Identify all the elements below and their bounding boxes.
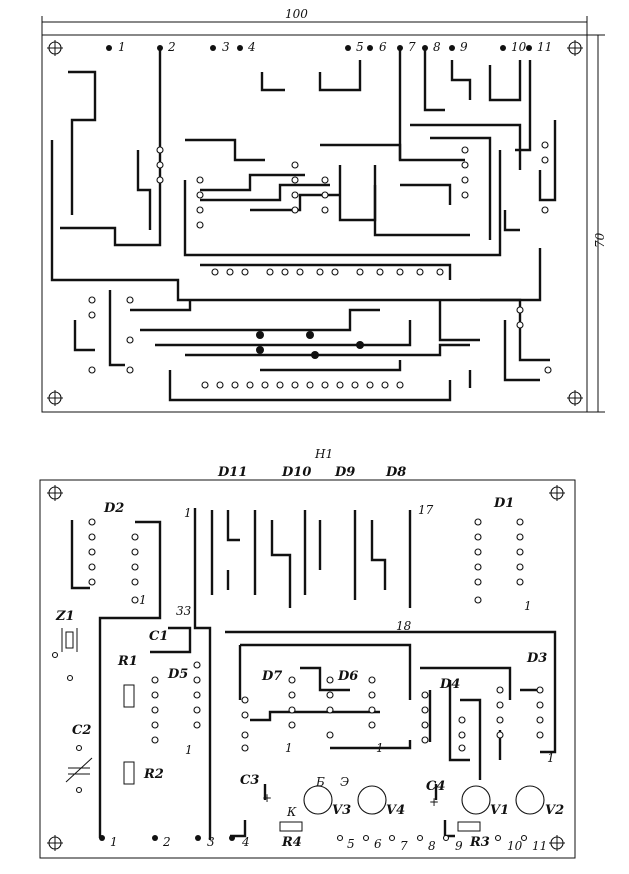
pin-mark: 33 [176,604,192,618]
resistor-r4-icon [279,821,303,832]
label-c2: C2 [72,723,91,738]
dim-width-label: 100 [285,7,308,21]
bottom-pin-label: 7 [400,839,408,853]
transistor-mark: К [286,805,297,819]
transistor-mark: Э [340,775,349,789]
polarity-mark: + [429,795,439,809]
transistor-v4-icon [357,785,387,815]
resistor-r3-icon [457,821,481,832]
transistor-v3-icon [303,785,333,815]
top-pin-label: 4 [247,40,256,54]
top-pin-label: 11 [537,40,552,54]
label-c1: C1 [149,629,168,644]
mounting-hole-icon [549,485,565,501]
top-pin-label: 8 [433,40,441,54]
bottom-pin-label: 5 [347,837,355,851]
chip-label-d9: D9 [334,465,355,480]
bottom-pin-label: 2 [162,835,171,849]
transistor-v2-icon [515,785,545,815]
mounting-hole-icon [47,390,63,406]
label-z1: Z1 [55,609,75,624]
bottom-pin-label: 4 [241,835,250,849]
mounting-hole-icon [567,390,583,406]
pin-mark: 1 [547,751,555,765]
resistor-r1-icon [123,684,135,708]
top-pin-label: 2 [167,40,176,54]
chip-label-d1: D1 [493,496,514,511]
top-pin-label: 6 [379,40,387,54]
label-c3: C3 [240,773,259,788]
label-r3: R3 [469,835,490,850]
bottom-pin-label: 11 [532,839,547,853]
pin-mark: 1 [184,506,192,520]
pin-mark: 18 [396,619,412,633]
top-pin-label: 1 [118,40,126,54]
top-component-pads [88,141,552,389]
top-traces [50,48,557,402]
bottom-pin-label: 8 [428,839,436,853]
bottom-pin-label: 6 [374,837,382,851]
bottom-pin-label: 10 [507,839,523,853]
top-pin-label: 7 [408,40,416,54]
bottom-board: H1 D11 D10 D9 D8 D1 D2 D7 D6 D4 D3 D5 Z1… [39,447,576,859]
bottom-pin-label: 3 [207,835,215,849]
edge-pads [106,45,532,51]
chip-label-d10: D10 [281,465,311,480]
chip-label-d3: D3 [526,651,547,666]
chip-label-d11: D11 [217,465,247,480]
pin-mark: 1 [185,743,193,757]
label-v2: V2 [545,803,564,818]
bottom-pin-label: 9 [455,839,463,853]
top-pin-label: 10 [511,40,527,54]
top-pin-label: 5 [356,40,364,54]
dim-height-label: 70 [593,232,607,248]
label-r4: R4 [281,835,302,850]
resistor-r2-icon [123,761,135,785]
mounting-hole-icon [47,835,63,851]
capacitor-c2-icon [65,744,93,794]
pin-mark: 1 [285,741,293,755]
label-r1: R1 [117,654,138,669]
bottom-traces [70,508,557,840]
top-pin-label: 9 [460,40,468,54]
pin-mark: 1 [139,593,147,607]
mounting-hole-icon [47,40,63,56]
chip-label-d5: D5 [167,667,188,682]
label-v4: V4 [386,803,405,818]
chip-label-d8: D8 [385,465,406,480]
chip-label-d6: D6 [337,669,358,684]
bottom-component-pads [88,518,544,842]
transistor-v1-icon [461,785,491,815]
top-pin-label: 3 [222,40,230,54]
label-v1: V1 [490,803,509,818]
chip-label-d7: D7 [261,669,282,684]
chip-label-d2: D2 [103,501,124,516]
pin-mark: 1 [524,599,532,613]
polarity-mark: + [262,791,272,805]
label-v3: V3 [332,803,351,818]
crystal-z1-icon [51,628,78,682]
pin-mark: 17 [418,503,434,517]
mounting-hole-icon [567,40,583,56]
top-board: 100 70 1 2 3 4 5 6 7 8 9 10 11 [41,7,607,413]
mounting-hole-icon [47,485,63,501]
transistor-mark: Б [315,775,325,789]
mounting-hole-icon [549,835,565,851]
connector-label: H1 [314,447,333,461]
bottom-pin-label: 1 [110,835,118,849]
label-r2: R2 [143,767,164,782]
